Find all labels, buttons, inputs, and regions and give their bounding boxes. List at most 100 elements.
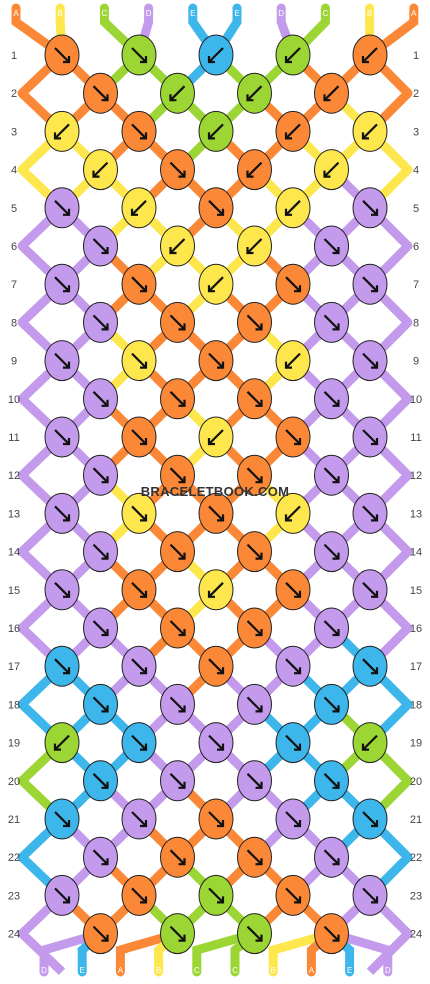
knot[interactable] [83,607,118,649]
knot[interactable] [121,722,157,764]
knot[interactable] [44,798,80,840]
knot[interactable] [314,913,349,955]
knot[interactable] [121,34,157,76]
knot[interactable] [352,110,388,152]
knot[interactable] [275,416,311,458]
knot[interactable] [275,492,311,534]
knot[interactable] [44,569,80,611]
knot[interactable] [121,874,157,916]
knot[interactable] [160,225,195,267]
knot[interactable] [121,187,157,229]
knot[interactable] [275,798,311,840]
knot[interactable] [44,340,80,382]
knot[interactable] [44,492,80,534]
knot[interactable] [314,454,349,496]
knot[interactable] [160,378,195,420]
knot[interactable] [198,34,234,76]
knot[interactable] [44,645,80,687]
knot[interactable] [160,301,195,343]
knot[interactable] [83,454,118,496]
knot[interactable] [352,798,388,840]
knot[interactable] [237,72,272,114]
knot[interactable] [198,187,234,229]
knot[interactable] [275,340,311,382]
knot[interactable] [314,531,349,573]
knot[interactable] [237,760,272,802]
knot[interactable] [160,760,195,802]
knot[interactable] [44,263,80,305]
knot[interactable] [160,531,195,573]
knot[interactable] [44,722,80,764]
knot[interactable] [160,72,195,114]
knot[interactable] [44,34,80,76]
knot[interactable] [198,416,234,458]
knot[interactable] [83,836,118,878]
knot[interactable] [160,149,195,191]
knot[interactable] [83,149,118,191]
knot[interactable] [121,798,157,840]
knot[interactable] [352,874,388,916]
knot[interactable] [352,492,388,534]
knot[interactable] [352,416,388,458]
knot[interactable] [237,836,272,878]
knot[interactable] [237,531,272,573]
knot[interactable] [83,378,118,420]
knot[interactable] [44,416,80,458]
knot[interactable] [198,798,234,840]
knot[interactable] [275,263,311,305]
knot[interactable] [237,225,272,267]
knot[interactable] [44,187,80,229]
knot[interactable] [314,378,349,420]
knot[interactable] [275,569,311,611]
knot[interactable] [198,110,234,152]
knot[interactable] [314,149,349,191]
knot[interactable] [314,836,349,878]
knot[interactable] [198,263,234,305]
knot[interactable] [160,683,195,725]
knot[interactable] [83,760,118,802]
knot[interactable] [198,340,234,382]
knot[interactable] [352,263,388,305]
knot[interactable] [275,645,311,687]
knot[interactable] [198,722,234,764]
knot[interactable] [237,378,272,420]
knot[interactable] [121,569,157,611]
knot[interactable] [121,110,157,152]
knot[interactable] [237,607,272,649]
knot[interactable] [160,607,195,649]
knot[interactable] [275,110,311,152]
knot[interactable] [160,836,195,878]
knot[interactable] [83,683,118,725]
knot[interactable] [44,874,80,916]
knot[interactable] [44,110,80,152]
knot[interactable] [314,301,349,343]
knot[interactable] [83,225,118,267]
knot[interactable] [121,645,157,687]
knot[interactable] [314,225,349,267]
knot[interactable] [314,607,349,649]
knot[interactable] [198,492,234,534]
knot[interactable] [275,722,311,764]
knot[interactable] [83,531,118,573]
knot[interactable] [275,34,311,76]
knot[interactable] [237,913,272,955]
knot[interactable] [352,340,388,382]
knot[interactable] [314,760,349,802]
knot[interactable] [237,683,272,725]
knot[interactable] [352,34,388,76]
knot[interactable] [352,645,388,687]
knot[interactable] [352,569,388,611]
knot[interactable] [121,340,157,382]
knot[interactable] [121,263,157,305]
knot[interactable] [121,416,157,458]
knot[interactable] [352,187,388,229]
knot[interactable] [275,874,311,916]
knot[interactable] [160,454,195,496]
knot[interactable] [314,683,349,725]
knot[interactable] [83,72,118,114]
knot[interactable] [237,454,272,496]
knot[interactable] [237,301,272,343]
knot[interactable] [198,645,234,687]
knot[interactable] [198,874,234,916]
knot[interactable] [121,492,157,534]
